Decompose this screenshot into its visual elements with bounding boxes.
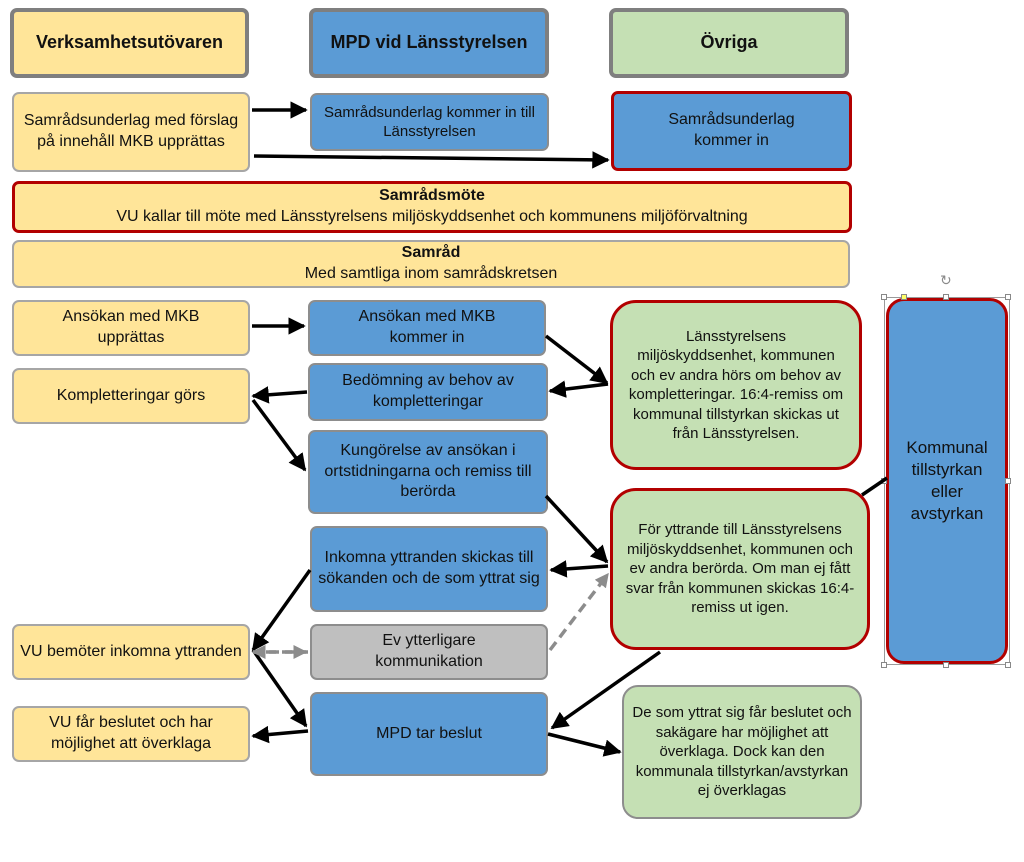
box-vu-far-beslutet: VU får beslutet och har möjlighet att öv…	[12, 706, 250, 762]
box-samradsunderlag-lst-text: Samrådsunderlag kommer in till Länsstyre…	[324, 103, 535, 141]
box-samradsunderlag-upprattas-text: Samrådsunderlag med förslag på innehåll …	[23, 112, 239, 150]
arrow-yttrande-to-inkomna	[549, 560, 609, 578]
box-inkomna-yttranden: Inkomna yttranden skickas till sökanden …	[310, 526, 548, 612]
box-kompletteringar-gors: Kompletteringar görs	[12, 368, 250, 424]
box-de-som-yttrat-text: De som yttrat sig får beslutet och sakäg…	[632, 704, 852, 800]
box-vu-bemoter: VU bemöter inkomna yttranden	[12, 624, 250, 680]
box-kungorelse: Kungörelse av ansökan i ortstidningarna …	[308, 430, 548, 514]
resize-handle-n[interactable]	[943, 294, 949, 300]
header-ovriga: Övriga	[609, 8, 849, 78]
box-samradsmote: Samrådsmöte VU kallar till möte med Läns…	[12, 181, 852, 233]
arrow-kungorelse-to-yttrande	[544, 494, 609, 564]
resize-handle-nw[interactable]	[881, 294, 887, 300]
box-hors-om-behov-text: Länsstyrelsens miljöskyddsenhet, kommune…	[628, 327, 844, 443]
header-verksamhetsutovaren-label: Verksamhetsutövaren	[35, 32, 224, 53]
box-samradsmote-text: VU kallar till möte med Länsstyrelsens m…	[116, 208, 748, 225]
box-de-som-yttrat: De som yttrat sig får beslutet och sakäg…	[622, 685, 862, 819]
box-samradsmote-title: Samrådsmöte	[379, 187, 485, 205]
arrow-kompletteringar-to-kungorelse	[251, 398, 307, 472]
box-kommunal-tillstyrkan-text: Kommunal tillstyrkan eller avstyrkan	[906, 437, 988, 524]
dashed-arrow-ev-to-yttrande	[548, 572, 610, 652]
box-ansokan-kommer-in: Ansökan med MKB kommer in	[308, 300, 546, 356]
box-samrad-text: Med samtliga inom samrådskretsen	[304, 265, 558, 282]
arrow-hors-to-bedomning	[548, 380, 609, 398]
resize-handle-se[interactable]	[1005, 662, 1011, 668]
resize-handle-s[interactable]	[943, 662, 949, 668]
box-inkomna-yttranden-text: Inkomna yttranden skickas till sökanden …	[318, 549, 540, 587]
box-mpd-beslut: MPD tar beslut	[310, 692, 548, 776]
arrow-beslut-to-de-som-yttrat	[547, 732, 622, 757]
arrow-underlag-to-ovriga	[253, 151, 610, 169]
header-ovriga-label: Övriga	[700, 32, 758, 53]
box-vu-bemoter-text: VU bemöter inkomna yttranden	[20, 642, 242, 660]
header-verksamhetsutovaren: Verksamhetsutövaren	[10, 8, 249, 78]
box-bedomning-text: Bedömning av behov av kompletteringar	[342, 372, 514, 410]
resize-handle-ne[interactable]	[1005, 294, 1011, 300]
resize-handle-e[interactable]	[1005, 478, 1011, 484]
box-samradsunderlag-ovriga: Samrådsunderlag kommer in	[611, 91, 852, 171]
box-hors-om-behov: Länsstyrelsens miljöskyddsenhet, kommune…	[610, 300, 862, 470]
arrow-ansokan-to-hors	[544, 334, 609, 385]
box-ansokan-upprattas-text: Ansökan med MKB upprättas	[62, 308, 200, 346]
box-ansokan-kommer-in-text: Ansökan med MKB kommer in	[358, 308, 496, 346]
box-vu-far-beslutet-text: VU får beslutet och har möjlighet att öv…	[49, 714, 213, 752]
box-kompletteringar-gors-text: Kompletteringar görs	[56, 386, 206, 404]
header-mpd-label: MPD vid Länsstyrelsen	[330, 32, 528, 53]
box-samrad: Samråd Med samtliga inom samrådskretsen	[12, 240, 850, 288]
box-ansokan-upprattas: Ansökan med MKB upprättas	[12, 300, 250, 356]
box-samradsunderlag-lst: Samrådsunderlag kommer in till Länsstyre…	[310, 93, 549, 151]
box-samrad-title: Samråd	[401, 244, 461, 262]
box-bedomning: Bedömning av behov av kompletteringar	[308, 363, 548, 421]
header-mpd: MPD vid Länsstyrelsen	[309, 8, 549, 78]
box-for-yttrande-text: För yttrande till Länsstyrelsens miljösk…	[625, 521, 855, 617]
box-ev-kommunikation-text: Ev ytterligare kommunikation	[375, 632, 483, 670]
box-for-yttrande: För yttrande till Länsstyrelsens miljösk…	[610, 488, 870, 650]
box-kungorelse-text: Kungörelse av ansökan i ortstidningarna …	[324, 441, 532, 501]
box-ev-kommunikation: Ev ytterligare kommunikation	[310, 624, 548, 680]
arrow-beslut-to-vu	[251, 725, 309, 744]
resize-handle-sw[interactable]	[881, 662, 887, 668]
rotate-handle-icon[interactable]: ↻	[940, 272, 952, 288]
box-samradsunderlag-upprattas: Samrådsunderlag med förslag på innehåll …	[12, 92, 250, 172]
arrow-inkomna-to-vu	[251, 568, 312, 652]
box-mpd-beslut-text: MPD tar beslut	[376, 724, 482, 742]
box-samradsunderlag-ovriga-text: Samrådsunderlag kommer in	[668, 111, 795, 149]
resize-handle-adjust[interactable]	[901, 294, 907, 300]
arrow-vu-bemoter-to-beslut	[251, 648, 308, 728]
resize-handle-w[interactable]	[881, 478, 887, 484]
box-kommunal-tillstyrkan[interactable]: Kommunal tillstyrkan eller avstyrkan	[886, 298, 1008, 664]
arrow-bedomning-to-kompletteringar	[251, 386, 308, 404]
